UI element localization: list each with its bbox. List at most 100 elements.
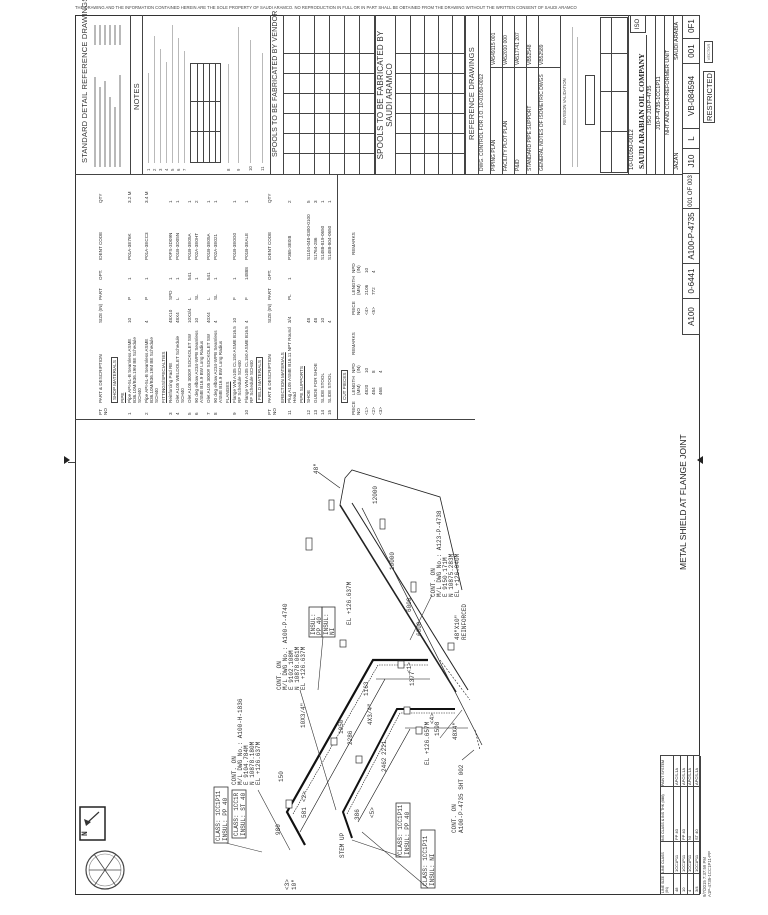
svg-text:CONT. ON: CONT. ON	[430, 568, 437, 597]
material-size: 48	[313, 317, 318, 323]
material-description: 90 deg elbow A234-WPB Seamless ASME B16.…	[213, 330, 223, 403]
note-text-line	[160, 49, 162, 163]
group-supports: PIPE SUPPORTS	[299, 366, 304, 403]
location: JAZAN	[674, 152, 680, 170]
grid-col-line	[396, 133, 464, 134]
svg-text:N 10878.180M: N 10878.180M	[249, 741, 256, 785]
material-description: SHOE	[306, 389, 311, 403]
note-text-line	[250, 40, 252, 163]
cont-note-2: CONT. ON M/L DWG No.: A100-P-4740 E 9102…	[276, 603, 307, 690]
material-opt: 1	[194, 277, 199, 280]
iso-type-box: ISO	[630, 15, 646, 33]
material-part: P	[144, 296, 149, 300]
grid-row-line	[299, 16, 300, 174]
size-10-label: 10"	[291, 879, 298, 890]
class-box-3: CLASS: 1CC1P11 INSUL: PP 40	[395, 802, 411, 858]
material-size: 10X3/4	[187, 308, 192, 323]
materials-header-description: PART & DESCRIPTION	[98, 354, 103, 403]
spools-vendor-title: SPOOLS TO BE FABRICATED BY VENDOR	[272, 10, 279, 157]
grid-row-line	[359, 16, 360, 174]
grid-row-line	[424, 16, 425, 174]
material-qty: 3.2 M	[127, 191, 132, 204]
svg-text:INSUL: NI: INSUL: NI	[429, 854, 436, 886]
pipe-4in	[341, 708, 481, 839]
line-list-cell: NI	[687, 836, 692, 840]
revision-validation-label: REVISION VALIDATION	[562, 78, 567, 125]
material-description: Reinforcing Pad RE	[168, 362, 173, 403]
svg-text:2286: 2286	[347, 730, 354, 745]
cut-piece-npd: 4	[371, 270, 376, 273]
reference-drawing-title: FACILITY PLOT PLAN	[503, 120, 509, 171]
materials-header-pt_no: PT NO	[267, 408, 277, 415]
material-pt: 12	[306, 409, 311, 415]
field-materials-label: FIELD MATERIALS	[256, 357, 263, 403]
line-number: J10-P-4735-1CC1P11	[656, 76, 662, 130]
grid-col-line	[396, 53, 464, 54]
divider	[142, 15, 143, 175]
svg-text:<4>: <4>	[429, 713, 436, 724]
material-opt: 1	[232, 277, 237, 280]
material-qty: 1	[213, 200, 218, 203]
material-qty: 1	[206, 200, 211, 203]
material-qty: 1	[327, 200, 332, 203]
reference-title: REFERENCE DRAWINGS	[467, 47, 476, 140]
cut-piece-length: 468	[378, 387, 383, 395]
reinforced-label-size: 48"X10"	[454, 615, 461, 640]
cut-piece-npd: 8	[371, 370, 376, 373]
right-column-divider	[75, 174, 682, 175]
material-ident: P01A-3ECC3	[144, 232, 149, 260]
cut-header-length: LENGTH (MM)	[351, 376, 361, 395]
material-qty: 1	[232, 200, 237, 203]
grid-col-line	[396, 93, 464, 94]
materials-header-opt: OPT.	[267, 269, 272, 280]
grid-row-line	[438, 16, 439, 174]
svg-text:EL +126.637M: EL +126.637M	[300, 646, 307, 690]
material-ident: P01B-3E05A	[187, 233, 192, 260]
note-number: 5	[170, 168, 175, 171]
svg-text:E 9102.108M: E 9102.108M	[288, 650, 295, 690]
note-number: 7	[182, 168, 187, 171]
material-pt: 6	[194, 412, 199, 415]
svg-text:<5>: <5>	[369, 807, 376, 818]
line-list-cell: APCS-1A	[693, 767, 699, 785]
svg-text:CLASS: 1CC1R: CLASS: 1CC1R	[233, 792, 240, 836]
svg-text:1598: 1598	[434, 721, 441, 736]
note-text-line	[148, 73, 150, 163]
material-description: Flange WN A105 CL150 ASME B16.5 RF Sched…	[244, 326, 254, 403]
line-list-cell: 1CC1P11	[674, 854, 679, 872]
cont-note-1: CONT. ON M/L DWG No.: A100-H-1836 E 9104…	[231, 698, 262, 785]
material-part: F	[232, 297, 237, 300]
svg-text:A100-P-4735 SHT 002: A100-P-4735 SHT 002	[458, 764, 465, 833]
svg-text:M/L DWG No.: A100-P-4740: M/L DWG No.: A100-P-4740	[282, 603, 289, 690]
material-ident: P01A-3E76K	[127, 233, 132, 260]
elevation-label-2: EL +126.657M	[424, 721, 431, 765]
divider	[465, 15, 466, 175]
group-fittings: FITTINGS/SPECIALTIES	[161, 351, 166, 403]
svg-text:10000: 10000	[389, 552, 396, 570]
reinforced-label: REINFORCED	[461, 604, 468, 640]
note-text-line	[262, 53, 264, 163]
material-size: 40X4	[206, 312, 211, 323]
copyright-notice: THE DRAWING AND THE INFORMATION CONTAINE…	[75, 5, 577, 10]
material-part: SPD	[168, 290, 173, 300]
cut-piece-piece: <1>	[364, 407, 369, 415]
material-qty: 2	[287, 200, 292, 203]
cut-piece-piece: <3>	[378, 407, 383, 415]
cut-piece-npd: 4	[378, 370, 383, 373]
svg-text:CLASS: 1CC1P11: CLASS: 1CC1P11	[397, 804, 404, 855]
material-ident: P02A-3E0HT	[194, 232, 199, 260]
materials-header-pt_no: PT NO	[98, 408, 108, 415]
material-part: L	[175, 297, 180, 300]
materials-header-part: PART	[267, 288, 272, 300]
branch-48x4-label: 48X4"	[452, 722, 459, 740]
reference-drawing-title: STANDARD PIPE SUPPORT	[527, 105, 533, 171]
branch-4x34-label: 4X3/4"	[367, 703, 374, 725]
grid-col-line	[284, 53, 374, 54]
line-list-cell: 10	[680, 887, 686, 892]
material-pt: 14	[320, 409, 325, 415]
material-size: 10	[127, 317, 132, 323]
company-name: SAUDI ARABIAN OIL COMPANY	[637, 53, 646, 170]
svg-text:150: 150	[278, 771, 285, 782]
